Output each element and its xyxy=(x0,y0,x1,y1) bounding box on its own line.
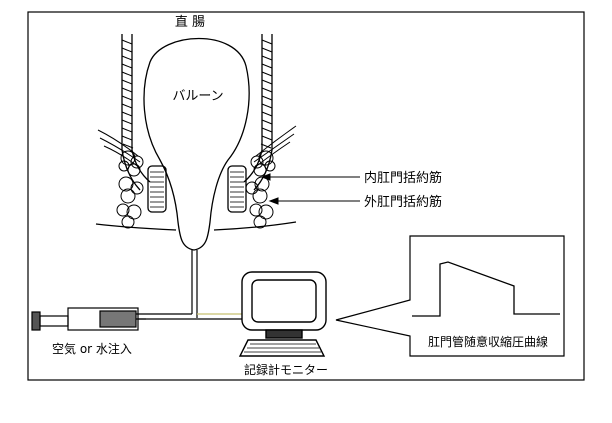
curve-label: 肛門管随意収縮圧曲線 xyxy=(428,334,548,349)
injection-label: 空気 or 水注入 xyxy=(52,341,132,356)
left-levator-lines xyxy=(97,129,141,169)
label-arrows xyxy=(260,173,360,205)
keyboard-keys xyxy=(244,343,321,353)
syringe-plunger xyxy=(39,315,69,327)
syringe-plunger-cap xyxy=(31,311,41,331)
balloon-outline xyxy=(143,37,250,251)
left-internal-sphincter xyxy=(147,165,167,213)
left-internal-stripes xyxy=(150,171,164,208)
syringe xyxy=(31,307,146,331)
left-external-sphincter xyxy=(116,150,144,229)
monitor-screen xyxy=(251,279,317,323)
balloon-label: バルーン xyxy=(172,89,223,104)
pelvic-anatomy xyxy=(95,34,297,251)
syringe-fill xyxy=(99,310,137,328)
curve-callout xyxy=(335,235,565,357)
monitor-stand xyxy=(265,329,303,339)
recorder-monitor xyxy=(238,271,327,357)
pressure-curve xyxy=(412,261,560,317)
external-sphincter-label: 外肛門括約筋 xyxy=(364,194,442,210)
right-internal-sphincter xyxy=(227,165,247,213)
right-external-sphincter xyxy=(245,150,276,229)
figure-frame xyxy=(27,11,585,381)
internal-sphincter-label: 内肛門括約筋 xyxy=(364,170,442,186)
monitor-label: 記録計モニター xyxy=(244,362,328,377)
right-internal-stripes xyxy=(230,171,244,208)
left-floor-curve xyxy=(95,223,177,231)
right-wall-texture xyxy=(260,39,273,149)
rectum-label: 直 腸 xyxy=(175,15,205,30)
left-wall-texture xyxy=(121,39,134,149)
